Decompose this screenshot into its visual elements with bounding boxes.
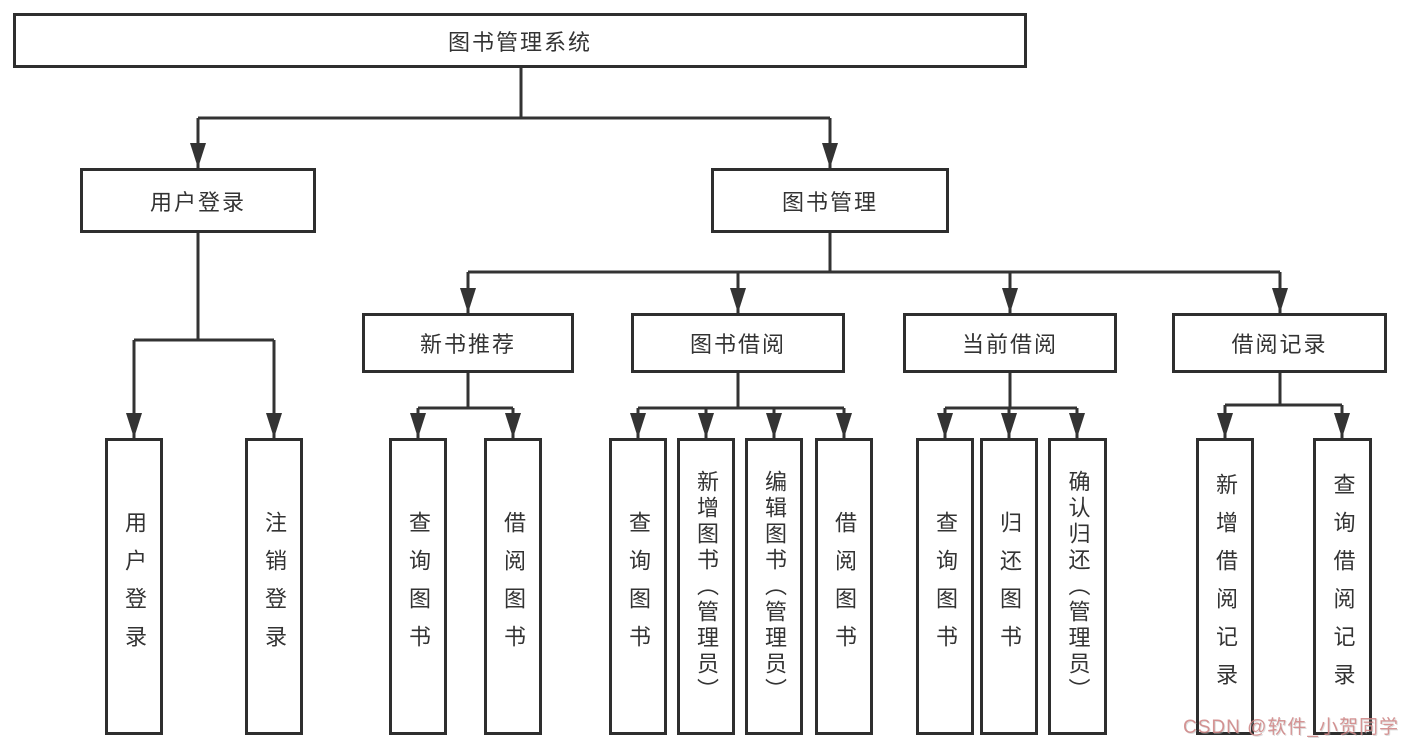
leaf-borrow-books: 借阅图书 (815, 438, 873, 735)
csdn-watermark: CSDN @软件_小贺同学 (1183, 717, 1399, 738)
leaf-add-borrow-record: 新增借阅记录 (1196, 438, 1254, 735)
node-new-book-recommend: 新书推荐 (362, 313, 574, 373)
leaf-return-books-label: 归还图书 (997, 510, 1022, 663)
leaf-confirm-return-admin-label: 确认归还（管理员） (1065, 469, 1091, 704)
arrowhead-icon (730, 288, 746, 313)
leaf-add-borrow-record-label: 新增借阅记录 (1213, 472, 1238, 701)
arrowhead-icon (698, 413, 714, 438)
connector-borrow-records-to-leaves (1217, 373, 1350, 438)
leaf-logout: 注销登录 (245, 438, 303, 735)
connector-book-management-to-level3 (460, 233, 1288, 313)
arrowhead-icon (190, 143, 206, 168)
arrowhead-icon (410, 413, 426, 438)
node-current-borrow: 当前借阅 (903, 313, 1117, 373)
leaf-borrow-books-label: 借阅图书 (832, 510, 857, 663)
connector-new-book-recommend-to-leaves (410, 373, 521, 438)
leaf-borrow-books-recommend-label: 借阅图书 (501, 510, 526, 663)
leaf-query-books-recommend-label: 查询图书 (406, 510, 431, 663)
arrowhead-icon (1002, 288, 1018, 313)
arrowhead-icon (266, 413, 282, 438)
arrowhead-icon (836, 413, 852, 438)
leaf-edit-book-admin-label: 编辑图书（管理员） (762, 469, 787, 704)
node-borrow-records-label: 借阅记录 (1231, 332, 1328, 357)
node-book-management: 图书管理 (711, 168, 949, 233)
arrowhead-icon (1334, 413, 1350, 438)
leaf-add-book-admin: 新增图书（管理员） (677, 438, 735, 735)
leaf-query-books-current: 查询图书 (916, 438, 974, 735)
node-book-borrow-label: 图书借阅 (689, 332, 786, 357)
leaf-borrow-books-recommend: 借阅图书 (484, 438, 542, 735)
node-root-label: 图书管理系统 (447, 29, 592, 55)
leaf-add-book-admin-label: 新增图书（管理员） (694, 469, 719, 704)
arrowhead-icon (822, 143, 838, 168)
node-current-borrow-label: 当前借阅 (961, 332, 1058, 357)
leaf-query-borrow-record: 查询借阅记录 (1313, 438, 1372, 735)
connector-user-login-to-leaves (126, 233, 282, 438)
arrowhead-icon (126, 413, 142, 438)
connector-current-borrow-to-leaves (937, 373, 1085, 438)
arrowhead-icon (1272, 288, 1288, 313)
leaf-logout-label: 注销登录 (262, 510, 287, 663)
leaf-query-books-borrow-label: 查询图书 (626, 510, 651, 663)
leaf-query-books-recommend: 查询图书 (389, 438, 447, 735)
node-book-management-label: 图书管理 (781, 189, 878, 215)
node-user-login: 用户登录 (80, 168, 316, 233)
arrowhead-icon (937, 413, 953, 438)
connector-root-to-level2 (190, 68, 838, 168)
arrowhead-icon (460, 288, 476, 313)
leaf-user-login-label: 用户登录 (122, 510, 147, 663)
node-user-login-label: 用户登录 (149, 189, 246, 215)
node-borrow-records: 借阅记录 (1172, 313, 1387, 373)
node-root: 图书管理系统 (13, 13, 1027, 68)
leaf-return-books: 归还图书 (980, 438, 1038, 735)
arrowhead-icon (1001, 413, 1017, 438)
arrowhead-icon (630, 413, 646, 438)
leaf-query-borrow-record-label: 查询借阅记录 (1330, 472, 1356, 701)
leaf-confirm-return-admin: 确认归还（管理员） (1048, 438, 1107, 735)
arrowhead-icon (766, 413, 782, 438)
arrowhead-icon (1069, 413, 1085, 438)
leaf-edit-book-admin: 编辑图书（管理员） (745, 438, 803, 735)
leaf-query-books-current-label: 查询图书 (933, 510, 958, 663)
connector-book-borrow-to-leaves (630, 373, 852, 438)
arrowhead-icon (1217, 413, 1233, 438)
node-new-book-recommend-label: 新书推荐 (419, 332, 516, 357)
leaf-user-login: 用户登录 (105, 438, 163, 735)
arrowhead-icon (505, 413, 521, 438)
leaf-query-books-borrow: 查询图书 (609, 438, 667, 735)
node-book-borrow: 图书借阅 (631, 313, 845, 373)
